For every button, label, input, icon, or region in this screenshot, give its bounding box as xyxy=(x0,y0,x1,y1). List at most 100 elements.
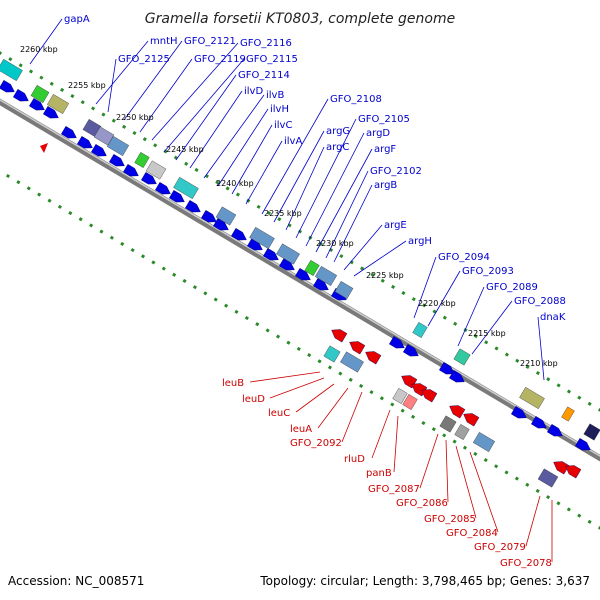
reverse-gene-label: leuD xyxy=(242,394,265,405)
inner-tick-dot xyxy=(5,173,11,179)
cds-block-reverse xyxy=(323,345,341,363)
outer-tick-dot xyxy=(546,377,551,382)
forward-leader-line xyxy=(343,224,383,271)
inner-tick-dot xyxy=(89,223,94,228)
cds-block-reverse xyxy=(402,394,418,410)
cds-block xyxy=(215,206,237,226)
forward-leader-line xyxy=(457,286,485,347)
forward-gene-label: GFO_2088 xyxy=(514,296,566,307)
reverse-gene-label: leuA xyxy=(290,424,312,435)
outer-tick-dot xyxy=(422,303,427,308)
forward-gene-label: argC xyxy=(326,142,349,153)
reverse-gene-label: GFO_2087 xyxy=(368,484,420,495)
inner-tick-dot xyxy=(255,322,260,327)
forward-gene-label: GFO_2119 xyxy=(194,54,246,65)
backbone-line xyxy=(0,98,600,462)
inner-tick-dot xyxy=(442,433,447,438)
inner-tick-dot xyxy=(566,507,571,512)
inner-tick-dot xyxy=(546,495,551,500)
inner-tick-dot xyxy=(244,315,249,321)
tick-label: 2215 kbp xyxy=(468,329,506,338)
outer-tick-dot xyxy=(504,352,509,357)
forward-gene-label: argD xyxy=(366,128,390,139)
forward-leader-line xyxy=(245,140,283,205)
gene-labels-layer: gapAmntHGFO_2125GFO_2121GFO_2119GFO_2116… xyxy=(64,14,566,569)
forward-gene-label: GFO_2105 xyxy=(358,114,410,125)
forward-leader-line xyxy=(413,256,437,319)
inner-tick-dot xyxy=(286,340,291,345)
inner-tick-dot xyxy=(192,285,198,290)
outer-tick-dot xyxy=(184,161,189,166)
forward-gene-arrow xyxy=(90,144,107,157)
forward-gene-arrow xyxy=(42,106,59,119)
forward-gene-arrow xyxy=(510,406,527,419)
cds-block xyxy=(583,423,600,441)
reverse-leader-line xyxy=(317,387,349,429)
inner-tick-dot xyxy=(203,291,208,296)
forward-gene-label: GFO_2114 xyxy=(238,70,290,81)
inner-tick-dot xyxy=(494,464,499,469)
outer-tick-dot xyxy=(60,87,65,92)
inner-tick-dot xyxy=(234,309,239,314)
reverse-gene-arrow xyxy=(463,413,480,427)
forward-gene-arrow xyxy=(76,136,93,149)
cds-block xyxy=(134,152,150,168)
inner-tick-dot xyxy=(577,513,582,518)
reverse-leader-line xyxy=(295,383,335,413)
outer-tick-dot xyxy=(266,210,272,216)
inner-tick-dot xyxy=(161,266,166,271)
inner-tick-dot xyxy=(483,458,488,463)
inner-tick-dot xyxy=(317,359,322,364)
cds-block xyxy=(46,93,70,115)
topology-text: Topology: circular; Length: 3,798,465 bp… xyxy=(259,574,590,588)
forward-gene-arrow xyxy=(28,98,45,111)
cds-block-reverse xyxy=(537,468,559,488)
outer-tick-dot xyxy=(597,407,600,413)
cds-block xyxy=(334,280,354,300)
reverse-leader-line xyxy=(269,377,325,399)
inner-tick-dot xyxy=(327,365,333,370)
forward-leader-line xyxy=(471,300,513,355)
outer-tick-dot xyxy=(153,143,158,148)
forward-gene-label: gapA xyxy=(64,14,90,25)
outer-tick-dot xyxy=(49,81,54,86)
outer-tick-dot xyxy=(370,272,375,277)
tick-label: 2225 kbp xyxy=(366,271,404,280)
inner-tick-dot xyxy=(47,198,52,203)
forward-leader-line xyxy=(107,58,117,113)
inner-tick-dot xyxy=(359,383,364,389)
forward-gene-label: argE xyxy=(384,220,407,231)
inner-tick-dot xyxy=(57,204,62,209)
forward-leader-line xyxy=(315,148,373,253)
outer-tick-dot xyxy=(122,124,127,129)
cds-block-reverse xyxy=(454,424,470,440)
inner-tick-dot xyxy=(296,346,301,351)
reverse-gene-arrow xyxy=(349,341,366,355)
reverse-leader-line xyxy=(371,409,391,459)
outer-tick-dot xyxy=(142,137,147,142)
outer-tick-dot xyxy=(577,395,582,400)
inner-tick-dot xyxy=(400,408,405,413)
outer-tick-dot xyxy=(91,106,96,111)
inner-tick-dot xyxy=(369,390,374,395)
reverse-gene-label: leuC xyxy=(268,408,290,419)
inner-tick-dot xyxy=(120,241,125,246)
forward-gene-label: mntH xyxy=(150,36,178,47)
tick-label: 2230 kbp xyxy=(316,239,354,248)
forward-gene-arrow xyxy=(448,370,465,383)
outer-tick-dot xyxy=(111,118,116,123)
outer-tick-dot xyxy=(194,167,199,173)
forward-leader-line xyxy=(203,94,265,179)
forward-gene-label: GFO_2102 xyxy=(370,166,422,177)
inner-tick-dot xyxy=(68,210,73,216)
forward-gene-arrow xyxy=(140,172,157,185)
inner-tick-dot xyxy=(109,235,114,240)
gene-features-layer xyxy=(0,58,600,488)
forward-gene-arrow xyxy=(184,200,201,213)
outer-tick-dot xyxy=(566,389,572,394)
forward-gene-label: argG xyxy=(326,126,350,137)
reverse-gene-arrow xyxy=(421,389,438,403)
accession-text: Accession: NC_008571 xyxy=(8,574,144,588)
outer-tick-dot xyxy=(235,192,240,197)
